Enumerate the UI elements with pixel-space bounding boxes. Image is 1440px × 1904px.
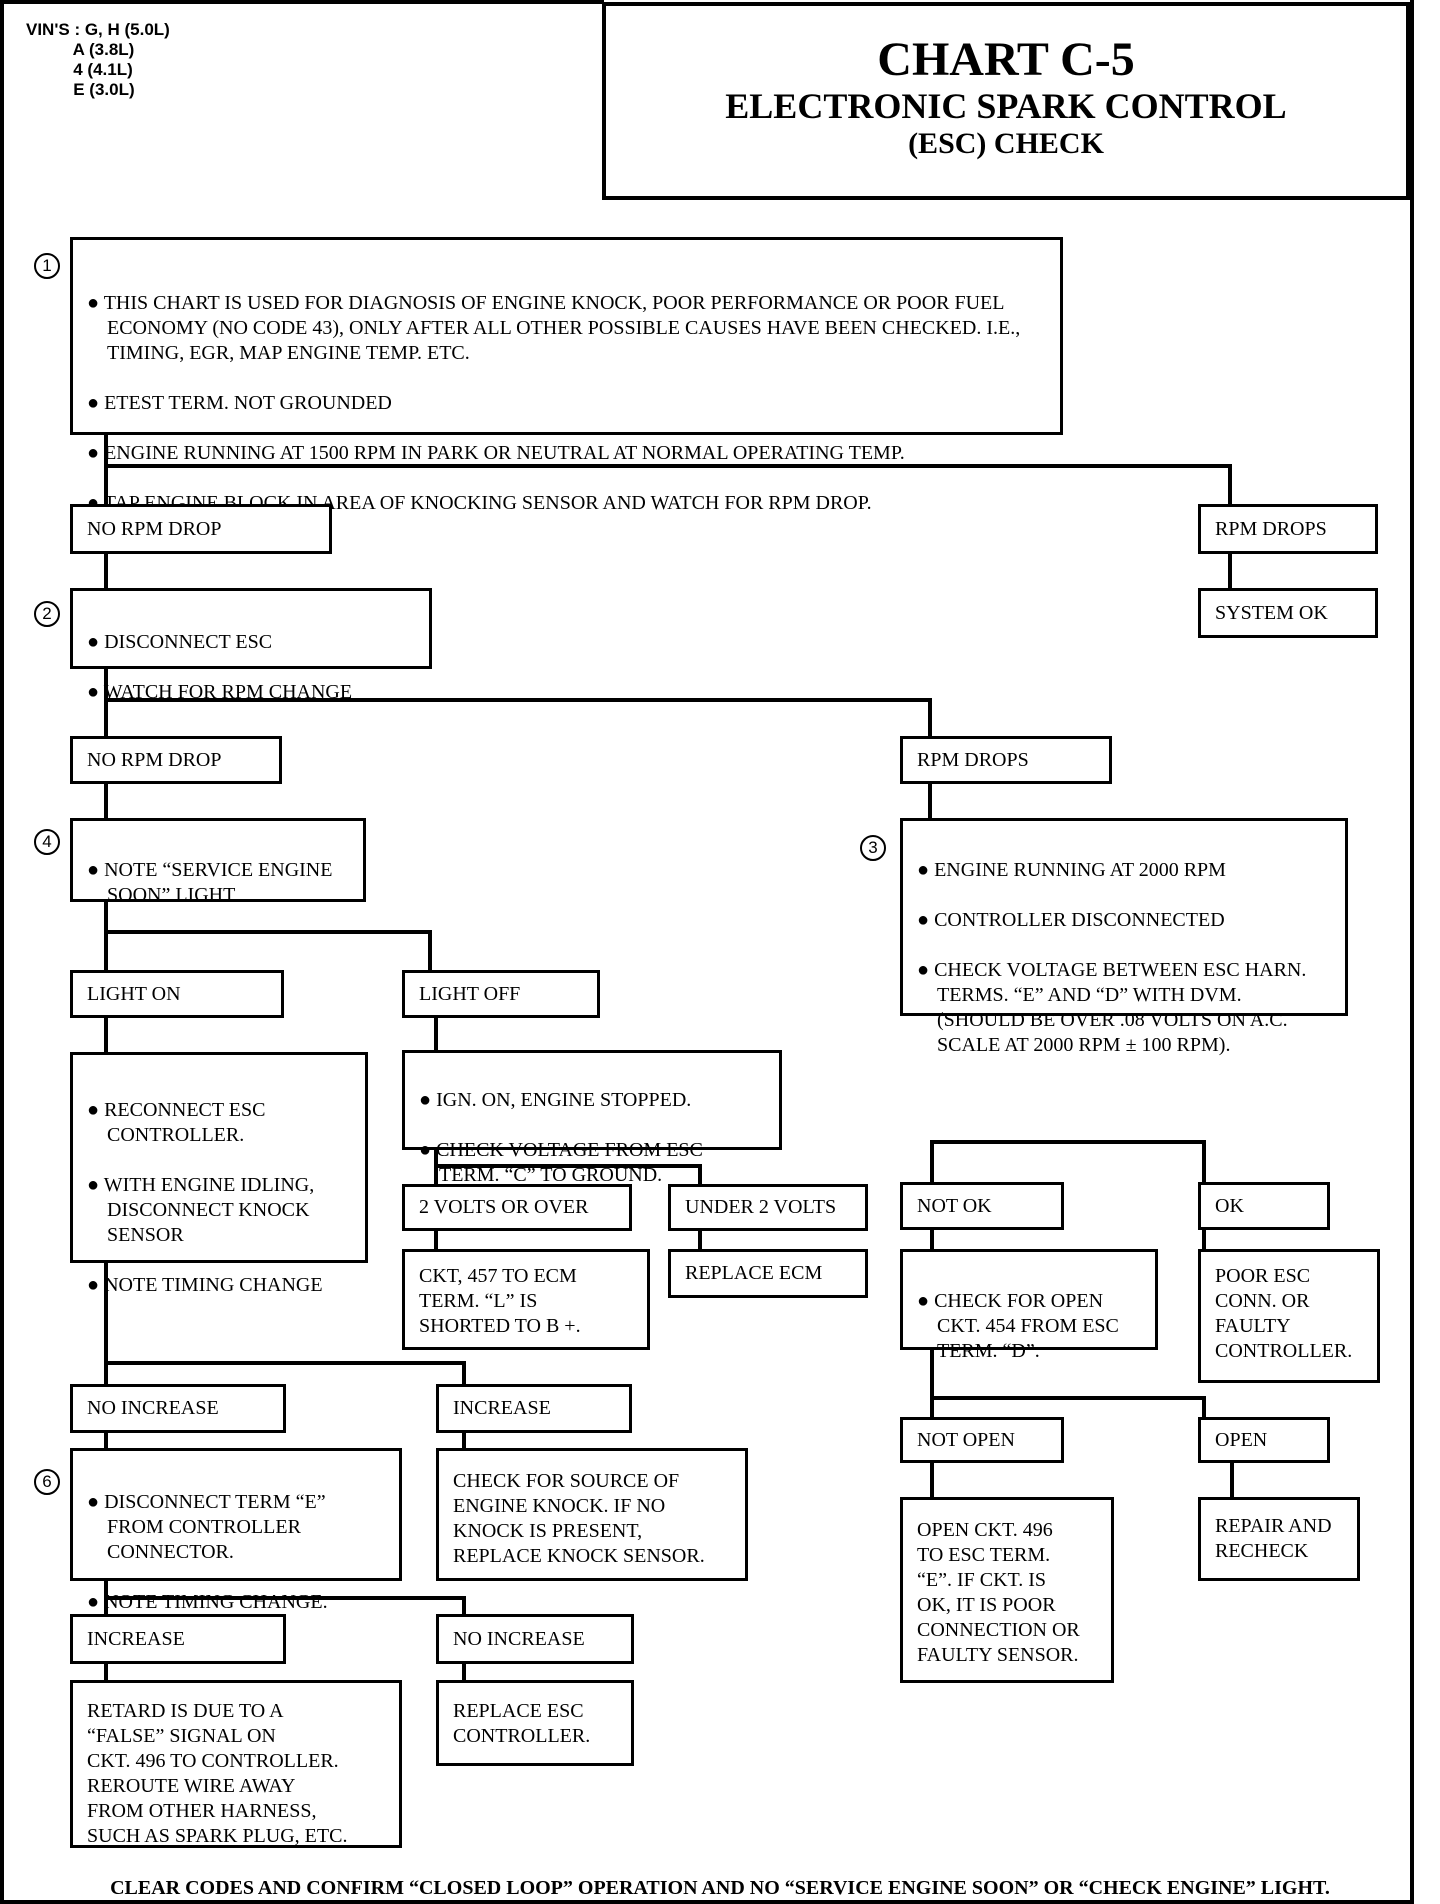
reconnect-text-2: ● WITH ENGINE IDLING, DISCONNECT KNOCK S… <box>87 1174 315 1246</box>
rpm-drops-2: RPM DROPS <box>900 736 1112 784</box>
ign-on-box: ● IGN. ON, ENGINE STOPPED. ● CHECK VOLTA… <box>402 1050 782 1186</box>
step-6-text-1: ● DISCONNECT TERM “E” FROM CONTROLLER CO… <box>87 1491 326 1563</box>
step-3-box: ● ENGINE RUNNING AT 2000 RPM ● CONTROLLE… <box>900 818 1348 1056</box>
vin-line: E (3.0L) <box>73 80 135 99</box>
replace-ecm-box: REPLACE ECM <box>668 1249 868 1298</box>
no-rpm-drop-1: NO RPM DROP <box>70 504 332 554</box>
step-1-box: ● THIS CHART IS USED FOR DIAGNOSIS OF EN… <box>70 237 1063 514</box>
step-2-text-1: ● DISCONNECT ESC <box>87 631 273 653</box>
check-open-box: ● CHECK FOR OPEN CKT. 454 FROM ESC TERM.… <box>900 1249 1158 1362</box>
rpm-drops-1: RPM DROPS <box>1198 504 1378 554</box>
reconnect-text-1: ● RECONNECT ESC CONTROLLER. <box>87 1099 266 1146</box>
step-marker-1: 1 <box>34 253 60 279</box>
step-1-text-2: ● ETEST TERM. NOT GROUNDED <box>87 392 392 414</box>
connector <box>104 669 932 736</box>
light-on-box: LIGHT ON <box>70 970 284 1018</box>
connector <box>104 1581 466 1614</box>
vin-label: VIN'S : G, H (5.0L) <box>26 20 170 39</box>
repair-recheck-box: REPAIR AND RECHECK <box>1198 1497 1360 1581</box>
no-increase-1: NO INCREASE <box>70 1384 286 1433</box>
connector <box>434 1150 702 1184</box>
ign-on-text-2: ● CHECK VOLTAGE FROM ESC TERM. “C” TO GR… <box>419 1139 703 1186</box>
ok-box: OK <box>1198 1182 1330 1230</box>
ckt-457-box: CKT, 457 TO ECM TERM. “L” IS SHORTED TO … <box>402 1249 650 1350</box>
under-two-volts-box: UNDER 2 VOLTS <box>668 1184 868 1231</box>
open-box: OPEN <box>1198 1417 1330 1463</box>
chart-title-box: CHART C-5 ELECTRONIC SPARK CONTROL (ESC)… <box>602 2 1410 200</box>
step-4-box: ● NOTE “SERVICE ENGINE SOON” LIGHT <box>70 818 366 906</box>
retard-box: RETARD IS DUE TO A “FALSE” SIGNAL ON CKT… <box>70 1680 402 1848</box>
step-6-box: ● DISCONNECT TERM “E” FROM CONTROLLER CO… <box>70 1448 402 1613</box>
connector <box>104 902 432 970</box>
reconnect-text-3: ● NOTE TIMING CHANGE <box>87 1274 323 1296</box>
step-3-text-2: ● CONTROLLER DISCONNECTED <box>917 909 1225 931</box>
chart-subtitle: ELECTRONIC SPARK CONTROL <box>725 86 1287 126</box>
step-4-text-1: ● NOTE “SERVICE ENGINE SOON” LIGHT <box>87 859 333 906</box>
step-2-text-2: ● WATCH FOR RPM CHANGE <box>87 681 353 703</box>
step-marker-3: 3 <box>860 835 886 861</box>
connector <box>930 1350 1206 1417</box>
step-1-text-1: ● THIS CHART IS USED FOR DIAGNOSIS OF EN… <box>87 292 1021 364</box>
step-marker-4: 4 <box>34 829 60 855</box>
reconnect-esc-box: ● RECONNECT ESC CONTROLLER. ● WITH ENGIN… <box>70 1052 368 1296</box>
replace-esc-box: REPLACE ESC CONTROLLER. <box>436 1680 634 1766</box>
step-6-text-2: ● NOTE TIMING CHANGE. <box>87 1591 328 1613</box>
vin-line: A (3.8L) <box>72 40 135 59</box>
open-ckt-496-box: OPEN CKT. 496 TO ESC TERM. “E”. IF CKT. … <box>900 1497 1114 1683</box>
step-marker-2: 2 <box>34 601 60 627</box>
no-increase-2: NO INCREASE <box>436 1614 634 1664</box>
connector <box>104 1263 466 1384</box>
ign-on-text-1: ● IGN. ON, ENGINE STOPPED. <box>419 1089 692 1111</box>
step-2-box: ● DISCONNECT ESC ● WATCH FOR RPM CHANGE <box>70 588 432 703</box>
chart-subtitle-2: (ESC) CHECK <box>908 127 1104 160</box>
connector <box>104 435 1232 504</box>
check-source-box: CHECK FOR SOURCE OF ENGINE KNOCK. IF NO … <box>436 1448 748 1581</box>
no-rpm-drop-2: NO RPM DROP <box>70 736 282 784</box>
not-open-box: NOT OPEN <box>900 1417 1064 1463</box>
not-ok-box: NOT OK <box>900 1182 1064 1230</box>
footer-instruction: CLEAR CODES AND CONFIRM “CLOSED LOOP” OP… <box>110 1877 1330 1899</box>
step-3-text-1: ● ENGINE RUNNING AT 2000 RPM <box>917 859 1226 881</box>
increase-2: INCREASE <box>70 1614 286 1664</box>
step-3-text-3: ● CHECK VOLTAGE BETWEEN ESC HARN. TERMS.… <box>917 959 1307 1056</box>
vin-list: VIN'S : G, H (5.0L) A (3.8L) 4 (4.1L) E … <box>26 20 170 100</box>
step-marker-6: 6 <box>34 1469 60 1495</box>
system-ok-box: SYSTEM OK <box>1198 588 1378 638</box>
vin-line: 4 (4.1L) <box>73 60 133 79</box>
two-volts-or-over-box: 2 VOLTS OR OVER <box>402 1184 632 1231</box>
step-1-text-3: ● ENGINE RUNNING AT 1500 RPM IN PARK OR … <box>87 442 905 464</box>
chart-title: CHART C-5 <box>877 33 1135 86</box>
light-off-box: LIGHT OFF <box>402 970 600 1018</box>
increase-1: INCREASE <box>436 1384 632 1433</box>
check-open-text-1: ● CHECK FOR OPEN CKT. 454 FROM ESC TERM.… <box>917 1290 1119 1362</box>
poor-esc-box: POOR ESC CONN. OR FAULTY CONTROLLER. <box>1198 1249 1380 1383</box>
